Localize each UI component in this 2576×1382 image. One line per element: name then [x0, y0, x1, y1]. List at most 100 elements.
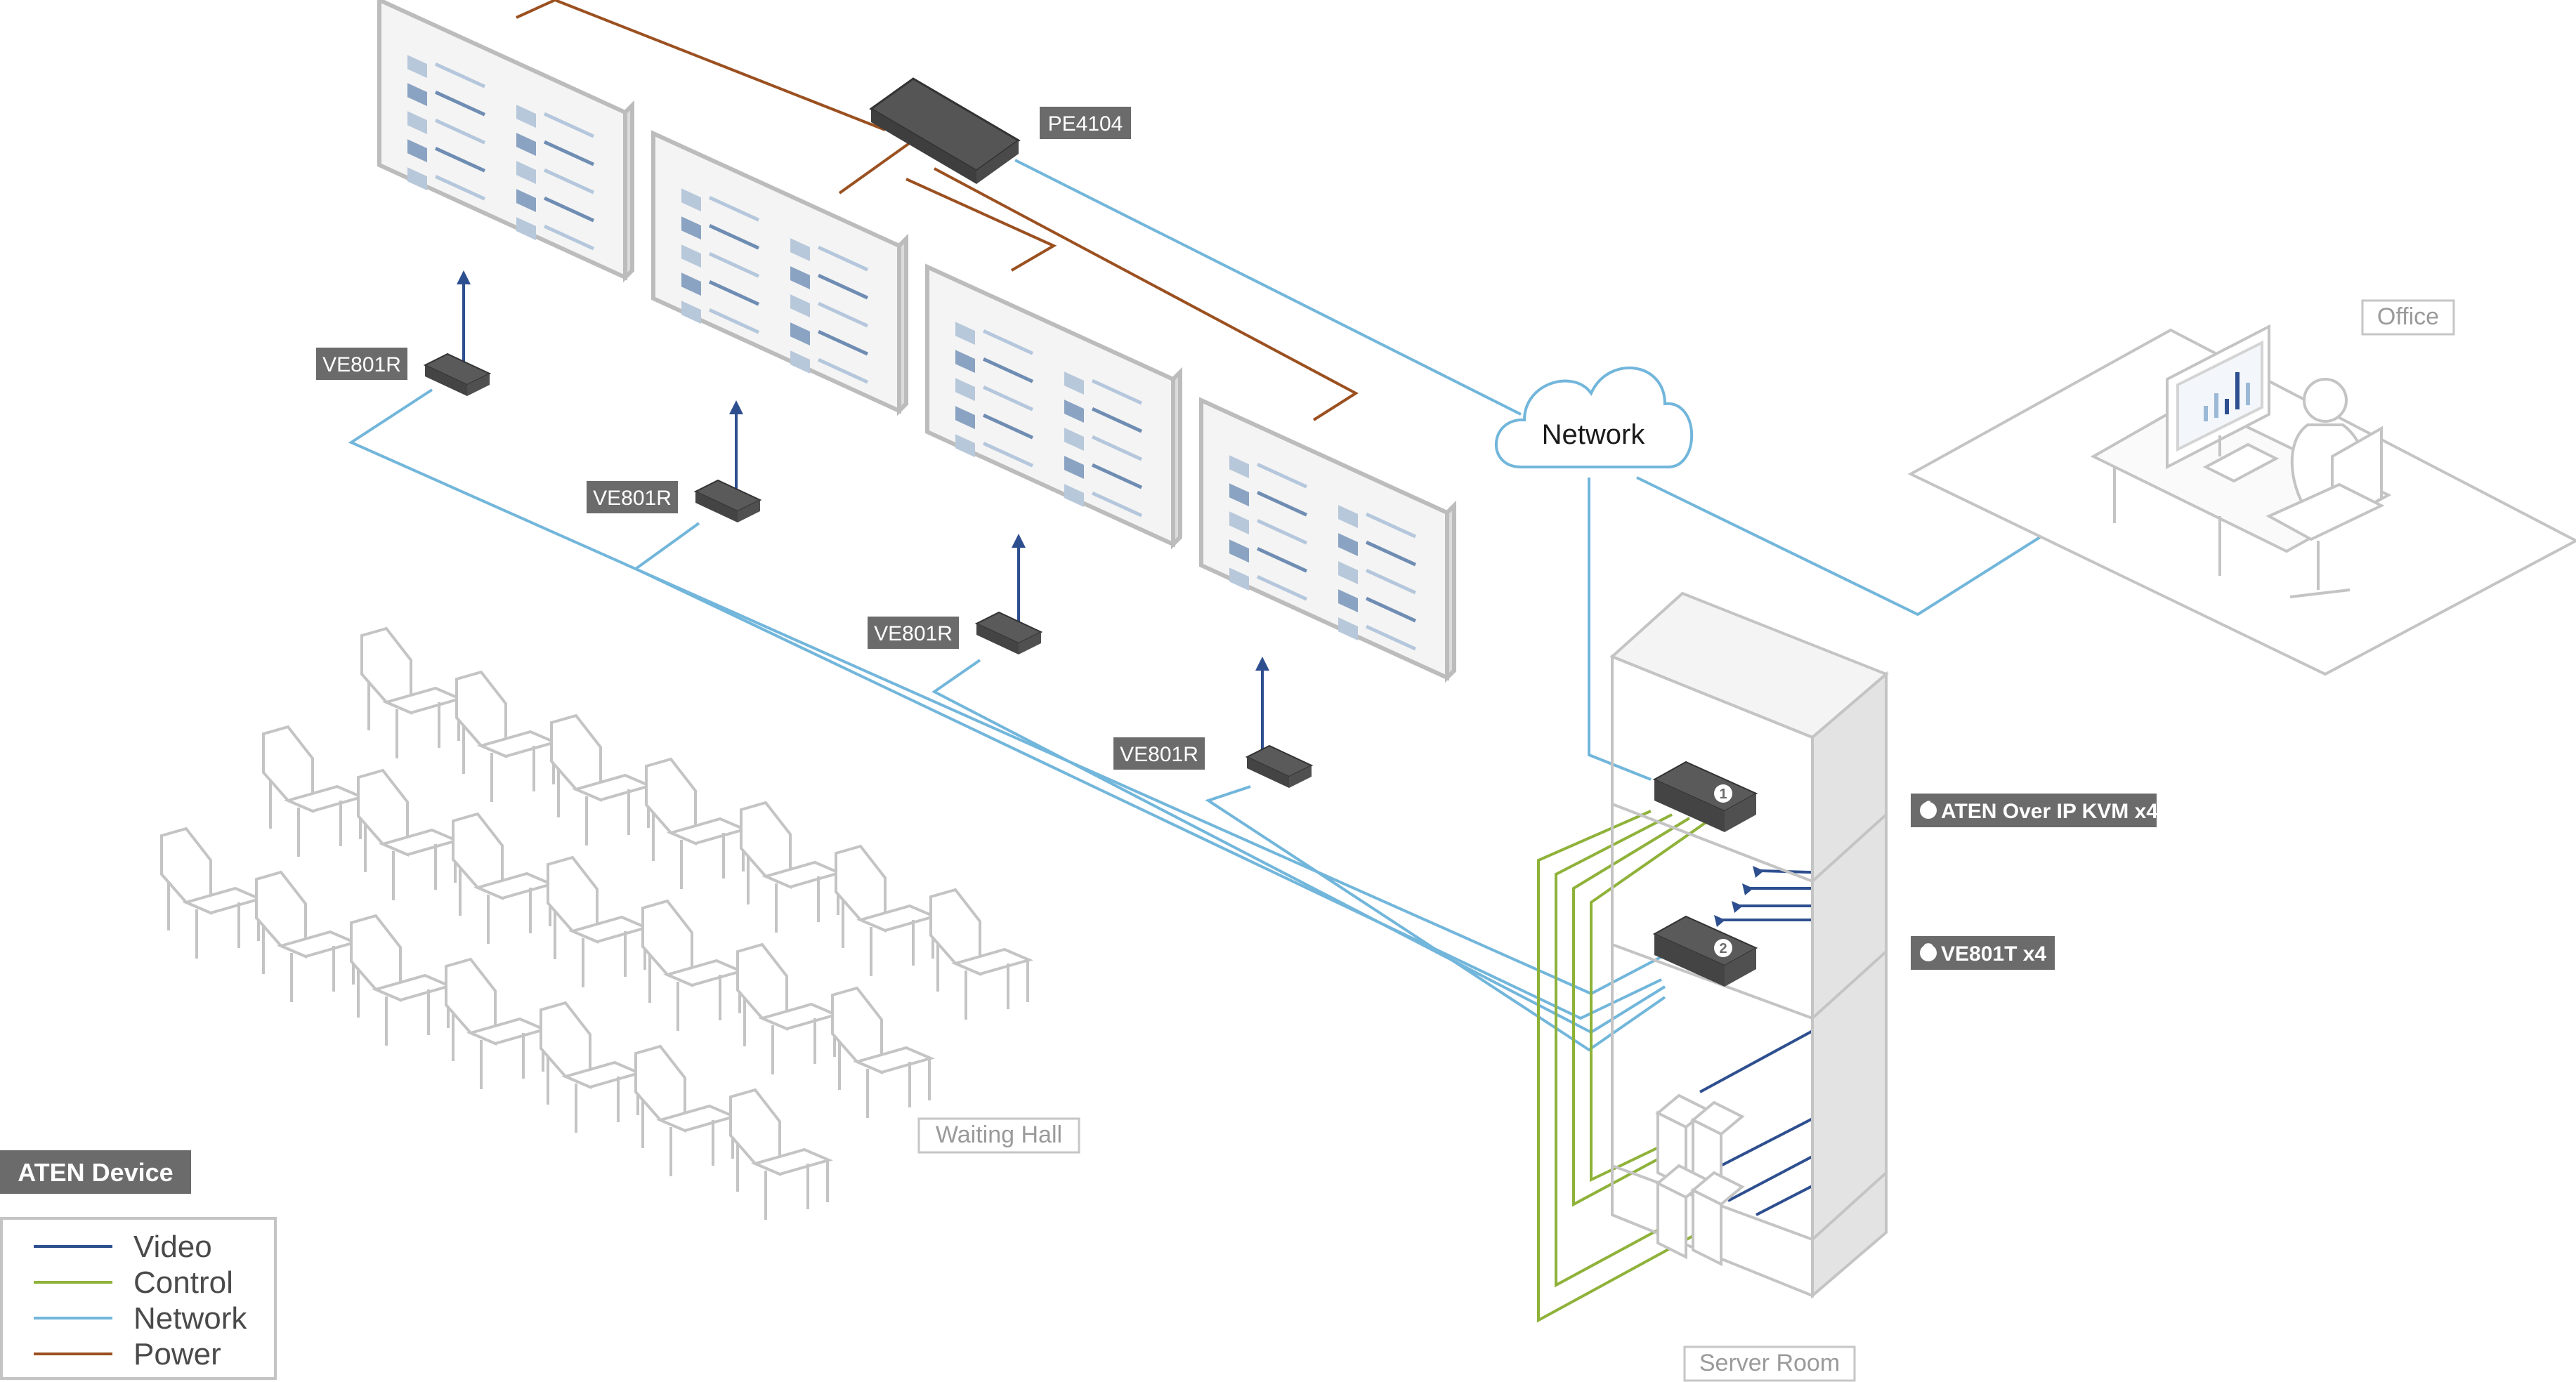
- svg-text:2: 2: [1719, 941, 1727, 956]
- screen-icon: [1229, 483, 1249, 507]
- screen-icon: [681, 272, 701, 296]
- svg-text:1: 1: [1923, 797, 1935, 820]
- control-cables: [1537, 810, 1708, 1323]
- screen-text-line: [1091, 379, 1143, 405]
- ve801r-label-text: VE801R: [593, 487, 672, 510]
- chair: [641, 899, 745, 1031]
- display-screen-1: [377, 0, 634, 283]
- screen-icon: [1229, 567, 1249, 591]
- chair: [160, 827, 264, 959]
- screen-icon: [955, 350, 975, 374]
- chair: [547, 855, 650, 987]
- screen-text-line: [1365, 624, 1417, 651]
- ve801r-label: VE801R: [1113, 737, 1205, 770]
- svg-text:Server Room: Server Room: [1699, 1350, 1840, 1376]
- screen-text-line: [434, 119, 486, 145]
- screen-text-line: [1256, 547, 1308, 573]
- display-screen-3: [925, 263, 1182, 550]
- ve801t-badge-icon: [1714, 939, 1732, 957]
- legend-label: Control: [133, 1265, 233, 1300]
- chair: [835, 844, 939, 976]
- screen-icon: [407, 139, 427, 163]
- svg-text:2: 2: [1923, 940, 1935, 963]
- svg-text:PE4104: PE4104: [1048, 112, 1123, 136]
- screen-icon: [1064, 484, 1084, 507]
- screen-text-line: [817, 245, 869, 272]
- chair: [540, 1001, 643, 1133]
- screen-text-line: [817, 357, 869, 384]
- ve801t-label: 2 VE801T x4: [1911, 936, 2055, 970]
- video-arrowheads: [457, 270, 1764, 927]
- screen-text-line: [434, 62, 486, 88]
- screen-text-line: [1091, 491, 1143, 518]
- screen-text-line: [708, 308, 760, 334]
- kvm-label: 1 ATEN Over IP KVM x4: [1911, 794, 2158, 827]
- display-screen-4: [1199, 397, 1456, 683]
- ve801t-label-badge-icon: [1920, 945, 1937, 961]
- screen-icon: [790, 322, 810, 346]
- screen-text-line: [543, 140, 595, 166]
- legend-item-network: Network: [34, 1301, 247, 1336]
- screen-icon: [1229, 455, 1249, 479]
- ve801r-label-text: VE801R: [322, 353, 401, 376]
- screen-icon: [955, 322, 975, 346]
- chair: [929, 888, 1033, 1020]
- chair: [729, 1088, 833, 1220]
- screen-text-line: [1365, 540, 1417, 567]
- screen-icon: [1338, 505, 1358, 528]
- chair: [645, 757, 749, 889]
- ve801r-device: [423, 353, 492, 396]
- screen-text-line: [543, 196, 595, 223]
- chair: [255, 870, 359, 1002]
- legend-label: Network: [133, 1301, 247, 1336]
- screen-icon: [681, 301, 701, 324]
- screen-text-line: [982, 329, 1034, 355]
- ve801r-device: [974, 611, 1043, 654]
- screen-text-line: [434, 147, 486, 173]
- screen-icon: [1064, 456, 1084, 479]
- screen-icon: [955, 434, 975, 458]
- network-cloud: Network: [1495, 366, 1694, 468]
- screen-text-line: [982, 386, 1034, 412]
- chair: [736, 942, 840, 1074]
- screen-icon: [1064, 428, 1084, 451]
- office-label: Office: [2361, 299, 2455, 336]
- ve801r-label-text: VE801R: [1120, 743, 1198, 766]
- pe4104-label: PE4104: [1040, 107, 1131, 139]
- screen-icon: [790, 350, 810, 374]
- screen-text-line: [434, 175, 486, 201]
- ve801r-label: VE801R: [868, 617, 959, 649]
- screen-content: [407, 55, 1417, 651]
- kvm-device: 1: [1652, 761, 1758, 832]
- screen-text-line: [817, 329, 869, 356]
- ve801r-device: [693, 479, 762, 522]
- svg-text:Network: Network: [1542, 419, 1646, 450]
- legend-title: ATEN Device: [18, 1158, 173, 1187]
- screen-text-line: [1365, 568, 1417, 595]
- screen-icon: [955, 406, 975, 430]
- screen-text-line: [1256, 575, 1308, 601]
- ve801t-device: 2: [1652, 915, 1758, 987]
- legend-item-power: Power: [34, 1337, 221, 1371]
- ve801r-receivers: VE801R VE801R VE801R VE801R: [316, 348, 1314, 788]
- svg-text:Waiting Hall: Waiting Hall: [936, 1121, 1062, 1148]
- screen-text-line: [543, 112, 595, 138]
- chair: [452, 812, 556, 944]
- screen-icon: [790, 238, 810, 261]
- legend-title-bg: [0, 1150, 191, 1194]
- screen-text-line: [1365, 596, 1417, 623]
- screen-icon: [407, 83, 427, 107]
- screen-text-line: [1256, 519, 1308, 545]
- screen-text-line: [543, 224, 595, 251]
- legend-item-control: Control: [34, 1265, 233, 1300]
- chair: [445, 957, 549, 1089]
- screen-icon: [790, 266, 810, 289]
- ve801r-label-text: VE801R: [874, 622, 953, 645]
- screen-text-line: [434, 91, 486, 117]
- chair: [455, 670, 559, 802]
- svg-text:ATEN Over IP KVM x4: ATEN Over IP KVM x4: [1941, 800, 2158, 823]
- screen-icon: [681, 188, 701, 212]
- chair: [831, 986, 935, 1118]
